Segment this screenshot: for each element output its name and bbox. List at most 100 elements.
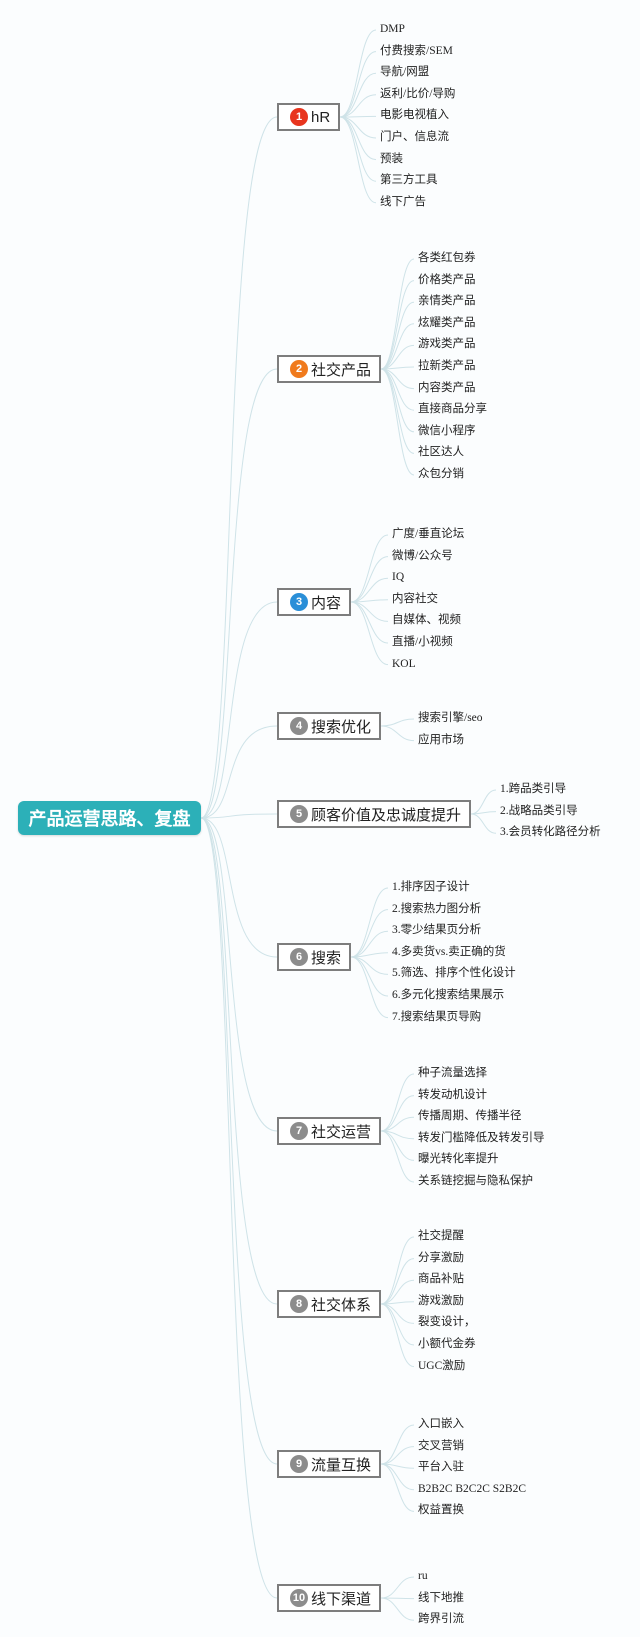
leaf-item[interactable]: 转发动机设计: [418, 1088, 487, 1101]
leaf-connector: [339, 51, 377, 118]
leaf-item[interactable]: 曝光转化率提升: [418, 1153, 499, 1166]
leaf-item[interactable]: UGC激励: [418, 1359, 466, 1372]
leaf-item[interactable]: 各类红包券: [418, 252, 476, 264]
leaf-connector: [350, 577, 389, 603]
leaf-item[interactable]: 交叉营销: [418, 1439, 464, 1452]
leaf-item[interactable]: 搜索引擎/seo: [418, 712, 483, 724]
leaf-item[interactable]: 价格类产品: [418, 273, 476, 286]
leaf-connector: [339, 72, 377, 118]
branch-number-badge: 2: [290, 360, 308, 378]
branch-number-badge: 1: [290, 108, 308, 126]
leaf-connector: [380, 1446, 415, 1465]
leaf-item[interactable]: 游戏激励: [418, 1294, 464, 1307]
leaf-item[interactable]: 线下广告: [380, 195, 426, 208]
branch-label: 内容: [311, 594, 342, 612]
leaf-item[interactable]: 传播周期、传播半径: [418, 1110, 522, 1123]
leaf-item[interactable]: 3.零少结果页分析: [392, 924, 482, 937]
leaf-item[interactable]: 内容类产品: [418, 381, 476, 394]
leaf-item[interactable]: 转发门槛降低及转发引导: [418, 1131, 545, 1144]
leaf-connector: [339, 29, 377, 118]
root-connector: [200, 817, 278, 1132]
leaf-item[interactable]: 6.多元化搜索结果展示: [392, 989, 505, 1001]
branch-number-badge: 4: [290, 717, 308, 735]
leaf-connector: [380, 1463, 415, 1512]
leaf-connector: [380, 725, 415, 742]
leaf-connector: [380, 344, 415, 370]
leaf-item[interactable]: 跨界引流: [418, 1613, 464, 1626]
leaf-item[interactable]: 3.会员转化路径分析: [500, 826, 601, 839]
root-connector: [200, 813, 278, 819]
leaf-item[interactable]: 炫耀类产品: [418, 316, 476, 329]
leaf-item[interactable]: 直播/小视频: [392, 636, 453, 648]
leaf-item[interactable]: 分享激励: [418, 1251, 464, 1264]
leaf-item[interactable]: ru: [418, 1570, 428, 1582]
leaf-item[interactable]: 电影电视植入: [380, 109, 449, 122]
leaf-item[interactable]: DMP: [380, 23, 405, 35]
leaf-connector: [339, 94, 377, 118]
leaf-item[interactable]: 入口嵌入: [418, 1418, 464, 1430]
leaf-connector: [470, 813, 497, 834]
branch-label: 搜索: [311, 949, 342, 967]
leaf-item[interactable]: 自媒体、视频: [392, 614, 461, 627]
leaf-item[interactable]: 种子流量选择: [418, 1067, 487, 1079]
leaf-item[interactable]: 第三方工具: [380, 174, 438, 187]
leaf-item[interactable]: B2B2C B2C2C S2B2C: [418, 1482, 527, 1495]
leaf-item[interactable]: 4.多卖货vs.卖正确的货: [392, 945, 506, 958]
leaf-item[interactable]: 微博/公众号: [392, 549, 453, 562]
leaf-item[interactable]: 关系链挖掘与隐私保护: [418, 1175, 533, 1187]
leaf-connector: [350, 601, 389, 666]
leaf-item[interactable]: 众包分销: [418, 468, 464, 480]
branch-number-badge: 5: [290, 805, 308, 823]
root-connector: [200, 817, 278, 958]
leaf-item[interactable]: 应用市场: [418, 733, 464, 746]
leaf-connector: [350, 556, 389, 603]
leaf-item[interactable]: 付费搜索/SEM: [380, 44, 453, 57]
leaf-item[interactable]: 线下地推: [418, 1591, 464, 1604]
leaf-item[interactable]: 直接商品分享: [418, 403, 487, 416]
leaf-item[interactable]: 亲情类产品: [418, 295, 476, 308]
leaf-item[interactable]: KOL: [392, 657, 416, 670]
leaf-connector: [380, 1258, 415, 1305]
leaf-item[interactable]: 2.搜索热力图分析: [392, 902, 482, 915]
leaf-connector: [350, 887, 389, 958]
leaf-item[interactable]: 微信小程序: [418, 424, 476, 437]
leaf-item[interactable]: 平台入驻: [418, 1461, 464, 1474]
leaf-connector: [380, 1424, 415, 1465]
root-node[interactable]: 产品运营思路、复盘: [18, 801, 201, 835]
leaf-item[interactable]: 2.战略品类引导: [500, 804, 578, 817]
leaf-item[interactable]: 社交提醒: [418, 1230, 464, 1242]
leaf-item[interactable]: 导航/网盟: [380, 66, 430, 79]
leaf-item[interactable]: 商品补贴: [418, 1273, 464, 1286]
leaf-item[interactable]: 广度/垂直论坛: [392, 528, 465, 540]
leaf-item[interactable]: 返利/比价/导购: [380, 87, 456, 100]
leaf-item[interactable]: 7.搜索结果页导购: [392, 1010, 482, 1023]
leaf-item[interactable]: 内容社交: [392, 592, 438, 605]
leaf-item[interactable]: 裂变设计，: [418, 1316, 476, 1329]
leaf-item[interactable]: 权益置换: [418, 1504, 464, 1517]
leaf-item[interactable]: 预装: [380, 152, 403, 165]
leaf-item[interactable]: 拉新类产品: [418, 360, 476, 372]
leaf-item[interactable]: 社区达人: [418, 446, 464, 459]
leaf-item[interactable]: 门户、信息流: [380, 131, 449, 143]
leaf-item[interactable]: 小额代金券: [418, 1338, 476, 1350]
branch-number-badge: 9: [290, 1455, 308, 1473]
leaf-item[interactable]: 1.跨品类引导: [500, 783, 567, 795]
leaf-item[interactable]: IQ: [392, 571, 405, 584]
root-connector: [200, 817, 278, 1465]
leaf-item[interactable]: 5.筛选、排序个性化设计: [392, 967, 516, 980]
leaf-connector: [380, 1597, 415, 1621]
leaf-connector: [350, 909, 389, 958]
leaf-item[interactable]: 游戏类产品: [418, 338, 476, 351]
leaf-item[interactable]: 1.排序因子设计: [392, 881, 470, 893]
